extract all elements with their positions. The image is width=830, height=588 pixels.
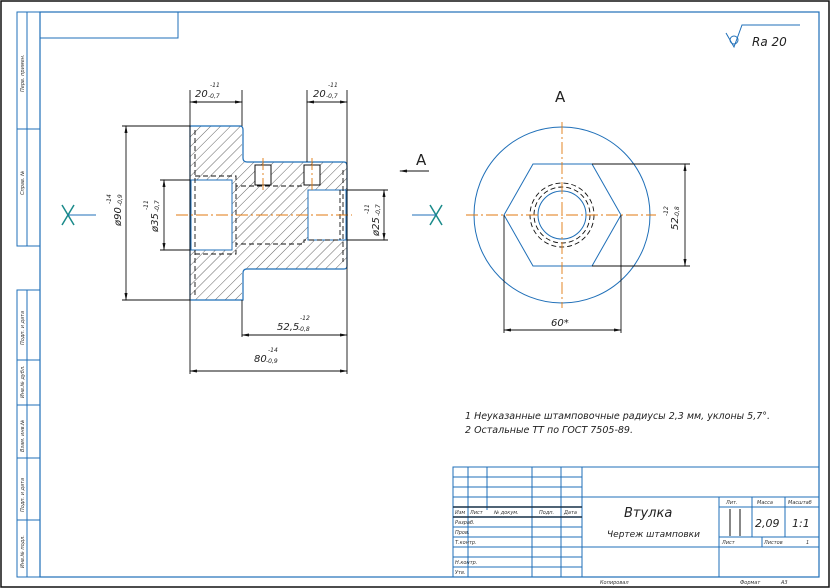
scale-label: Масштаб [788,500,812,506]
dim-total-length: 80 -14 -0,9 [254,347,278,365]
side-stamp-label: Инв.№ подл. [20,535,26,568]
side-stamp-labels: Перв. примен. Справ. № Подп. и дата Инв.… [20,54,26,568]
dim-nominal: 52,5 [277,322,299,333]
lit-label: Лит. [725,500,738,506]
dim-small-bore: ø25 -11 -0,7 [364,204,382,237]
scale-value: 1:1 [792,517,810,530]
side-stamp-label: Перв. примен. [20,54,26,92]
dim-upper-tol: -14 [268,347,278,354]
dim-upper-tol: -11 [328,82,338,89]
header-izm: Изм [455,510,465,516]
view-label: A [555,88,566,106]
side-stamps [16,11,41,578]
copied-label: Копировал [600,580,629,586]
side-stamp-label: Инв.№ дубл. [20,365,26,398]
dim-nominal: 20 [195,89,208,100]
role-approved: Утв. [455,570,466,576]
dim-outer-diameter: ø90 -14 -0,9 [106,194,124,227]
dim-lower-tol: -0,9 [266,358,278,365]
title-block-roles: Разраб. Пров. Т.контр. Н.контр. Утв. [455,520,477,576]
header-signature: Подп. [539,510,554,516]
dim-lower-tol: -0,9 [117,194,124,206]
dim-nominal: ø35 [150,213,161,233]
dim-upper-tol: -12 [663,206,670,216]
view-arrow-label: A [416,151,427,169]
dim-lower-tol: -0,7 [375,204,382,216]
dim-hex-corners: 60* [551,318,569,329]
role-tech-control: Т.контр. [455,540,477,546]
dim-hex-flats: 52 -12 -0,8 [663,206,681,230]
part-name: Втулка [624,506,672,521]
header-date: Дата [563,510,577,516]
technical-notes: 1 Неуказанные штамповочные радиусы 2,3 м… [465,411,770,436]
dim-flange-width: 20 -11 -0,7 [195,82,220,100]
mass-value: 2,09 [755,517,780,530]
dim-upper-tol: -11 [143,200,150,210]
drawing-frame [39,11,820,578]
section-view: 20 -11 -0,7 20 -11 -0,7 ø90 -14 -0,9 ø35… [106,82,388,374]
document-type: Чертеж штамповки [607,530,700,540]
view-arrow-a: A [399,151,429,173]
mass-label: Масса [757,500,773,506]
parting-marker-left [61,204,96,226]
top-left-box [39,11,179,39]
sheets-value: 1 [806,540,809,546]
dim-lower-tol: -0,7 [326,93,338,100]
header-doc-number: № докум. [493,510,519,516]
format-label: Формат [740,580,761,586]
title-block-headers: Изм Лист № докум. Подп. Дата [455,510,577,516]
side-stamp-label: Подп. и дата [20,311,26,345]
roughness-value: Ra 20 [752,35,787,49]
dim-lower-tol: -0,8 [674,206,681,218]
side-stamp-label: Подп. и дата [20,478,26,512]
format-value: А3 [780,580,788,586]
dim-nominal: ø90 [113,207,124,227]
dim-upper-tol: -11 [364,204,371,214]
sheet-label: Лист [721,540,736,546]
dim-lower-tol: -0,8 [298,326,310,333]
dim-lower-tol: -0,7 [208,93,220,100]
role-developer: Разраб. [455,520,475,526]
view-a: A 52 -12 -0,8 60* [466,88,690,333]
parting-marker-right [412,204,443,226]
dim-boss-length: 52,5 -12 -0,8 [277,315,310,333]
dim-nominal: 80 [254,354,267,365]
dim-nominal: ø25 [371,217,382,237]
dim-large-bore: ø35 -11 -0,7 [143,200,161,233]
sheets-label: Листов [763,540,783,546]
note-line: 2 Остальные ТТ по ГОСТ 7505-89. [465,425,633,436]
dim-slot-width: 20 -11 -0,7 [313,82,338,100]
role-checker: Пров. [455,530,470,536]
dim-upper-tol: -12 [300,315,310,322]
dim-upper-tol: -14 [106,194,113,204]
note-line: 1 Неуказанные штамповочные радиусы 2,3 м… [465,411,770,422]
dim-upper-tol: -11 [210,82,220,89]
roughness-symbol: Ra 20 [725,24,800,49]
roughness-circle-icon [729,35,739,45]
dim-nominal: 52 [670,217,681,230]
header-list: Лист [469,510,484,516]
dim-nominal: 20 [313,89,326,100]
dim-lower-tol: -0,7 [154,200,161,212]
side-stamp-label: Взам. инв.№ [20,420,26,452]
side-stamp-label: Справ. № [20,171,26,195]
role-norm-control: Н.контр. [455,560,477,566]
